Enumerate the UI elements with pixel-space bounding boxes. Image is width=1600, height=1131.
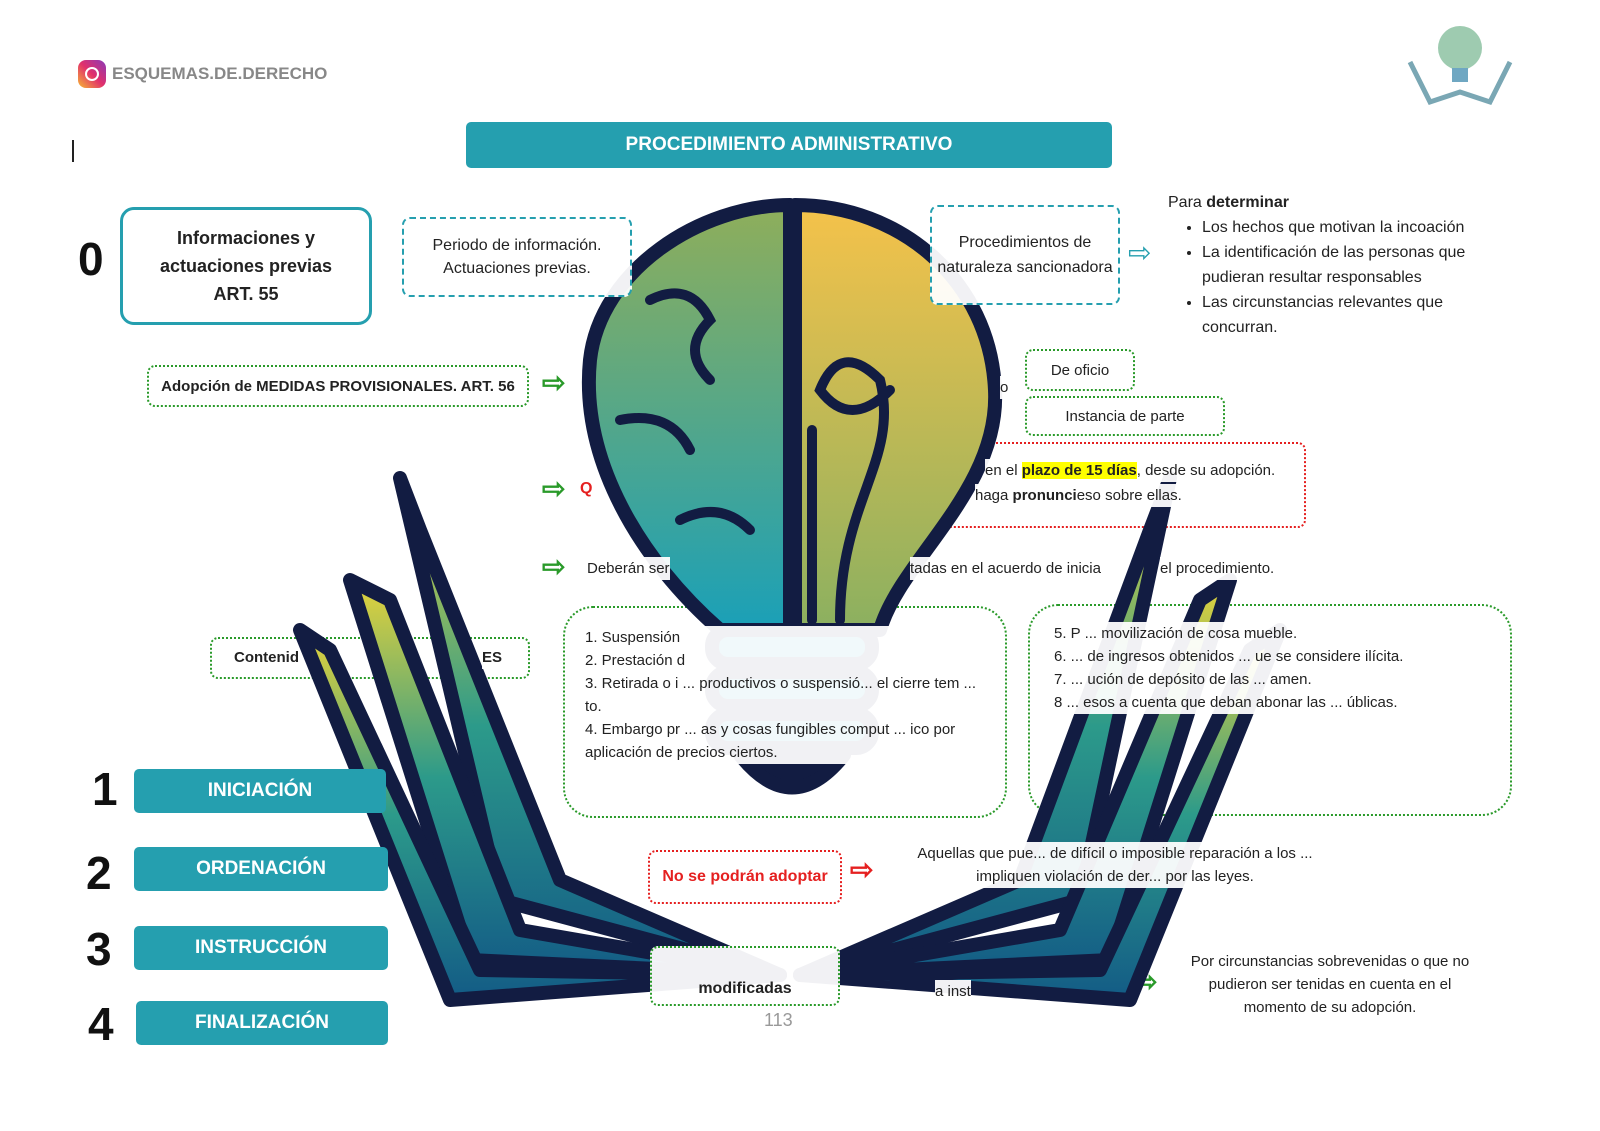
phase-iniciacion-button[interactable]: INICIACIÓN bbox=[134, 769, 386, 813]
sancion-box: Procedimientos de naturaleza sancionador… bbox=[930, 205, 1120, 305]
list-right-box: 5. P ... movilización de cosa mueble. 6.… bbox=[1028, 604, 1512, 816]
plazo-highlight: plazo de 15 días bbox=[1021, 462, 1137, 479]
phase-number: 2 bbox=[86, 847, 112, 899]
text: el procedimiento. bbox=[1160, 557, 1275, 580]
text: ES bbox=[482, 646, 503, 669]
phase-finalizacion-button[interactable]: FINALIZACIÓN bbox=[136, 1001, 388, 1045]
medidas-box: Adopción de MEDIDAS PROVISIONALES. ART. … bbox=[147, 365, 529, 407]
text: en el bbox=[985, 462, 1018, 479]
arrow-icon: ⇨ bbox=[542, 367, 566, 398]
text: eso sobre ellas. bbox=[1076, 487, 1182, 504]
list-item: 7. ... ución de depósito de las ... amen… bbox=[1054, 668, 1486, 691]
arrow-icon: ⇨ bbox=[850, 854, 874, 885]
list-item: 5. P ... movilización de cosa mueble. bbox=[1054, 622, 1486, 645]
phase-instruccion-button[interactable]: INSTRUCCIÓN bbox=[134, 926, 388, 970]
text: Deberán ser bbox=[587, 557, 670, 580]
brand-handle: ESQUEMAS.DE.DERECHO bbox=[112, 64, 328, 83]
phase-number: 0 bbox=[78, 233, 104, 285]
arrow-icon: ⇨ bbox=[542, 551, 566, 582]
phase-ordenacion-button[interactable]: ORDENACIÓN bbox=[134, 847, 388, 891]
para-label: Para bbox=[1168, 194, 1202, 211]
phase-number: 1 bbox=[92, 763, 118, 815]
periodo-box: Periodo de información. Actuaciones prev… bbox=[402, 217, 632, 297]
instagram-icon bbox=[78, 60, 106, 88]
instancia-box: Instancia de parte bbox=[1025, 396, 1225, 436]
text: Contenid bbox=[234, 646, 299, 669]
text: a inst bbox=[935, 980, 971, 1003]
list-item: 8 ... esos a cuenta que deban abonar las… bbox=[1054, 691, 1486, 714]
text: , desde su adopción. bbox=[1136, 462, 1276, 479]
phase-number: 4 bbox=[88, 998, 114, 1050]
bullet: Los hechos que motivan la incoación bbox=[1202, 215, 1508, 240]
modificadas-box: modificadas bbox=[650, 946, 840, 1006]
brain-book-logo-icon bbox=[1407, 26, 1513, 106]
determinar-label: determinar bbox=[1206, 194, 1289, 211]
de-oficio-box: De oficio bbox=[1025, 349, 1135, 391]
list-left-box: 1. Suspensión 2. Prestación d 3. Retirad… bbox=[563, 606, 1007, 818]
text: tadas en el acuerdo de inicia bbox=[910, 557, 1101, 580]
o-text: o bbox=[1000, 376, 1009, 399]
list-item: 6. ... de ingresos obtenidos ... ue se c… bbox=[1054, 645, 1486, 668]
page-number: 113 bbox=[764, 1010, 793, 1031]
text-cursor bbox=[72, 140, 74, 162]
q-text: Q bbox=[580, 480, 593, 498]
page-title: PROCEDIMIENTO ADMINISTRATIVO bbox=[466, 122, 1112, 168]
list-item: 4. Embargo pr ... as y cosas fungibles c… bbox=[585, 718, 985, 764]
bullet: La identificación de las personas que pu… bbox=[1202, 240, 1508, 290]
arrow-icon: ⇨ bbox=[1128, 237, 1152, 268]
no-adoptar-text: Aquellas que pue... de difícil o imposib… bbox=[900, 842, 1330, 888]
no-adoptar-box: No se podrán adoptar bbox=[648, 850, 842, 904]
bullet: Las circunstancias relevantes que concur… bbox=[1202, 290, 1508, 340]
list-item: 2. Prestación d bbox=[585, 649, 985, 672]
phase-0-box: Informaciones y actuaciones previas ART.… bbox=[120, 207, 372, 325]
circunstancias-text: Por circunstancias sobrevenidas o que no… bbox=[1190, 953, 1470, 1016]
list-item: 1. Suspensión bbox=[585, 626, 985, 649]
list-item: 3. Retirada o i ... productivos o suspen… bbox=[585, 672, 985, 718]
text: pronunci bbox=[1012, 487, 1077, 504]
text: haga bbox=[975, 487, 1009, 504]
phase-number: 3 bbox=[86, 923, 112, 975]
arrow-icon: ⇨ bbox=[542, 473, 566, 504]
